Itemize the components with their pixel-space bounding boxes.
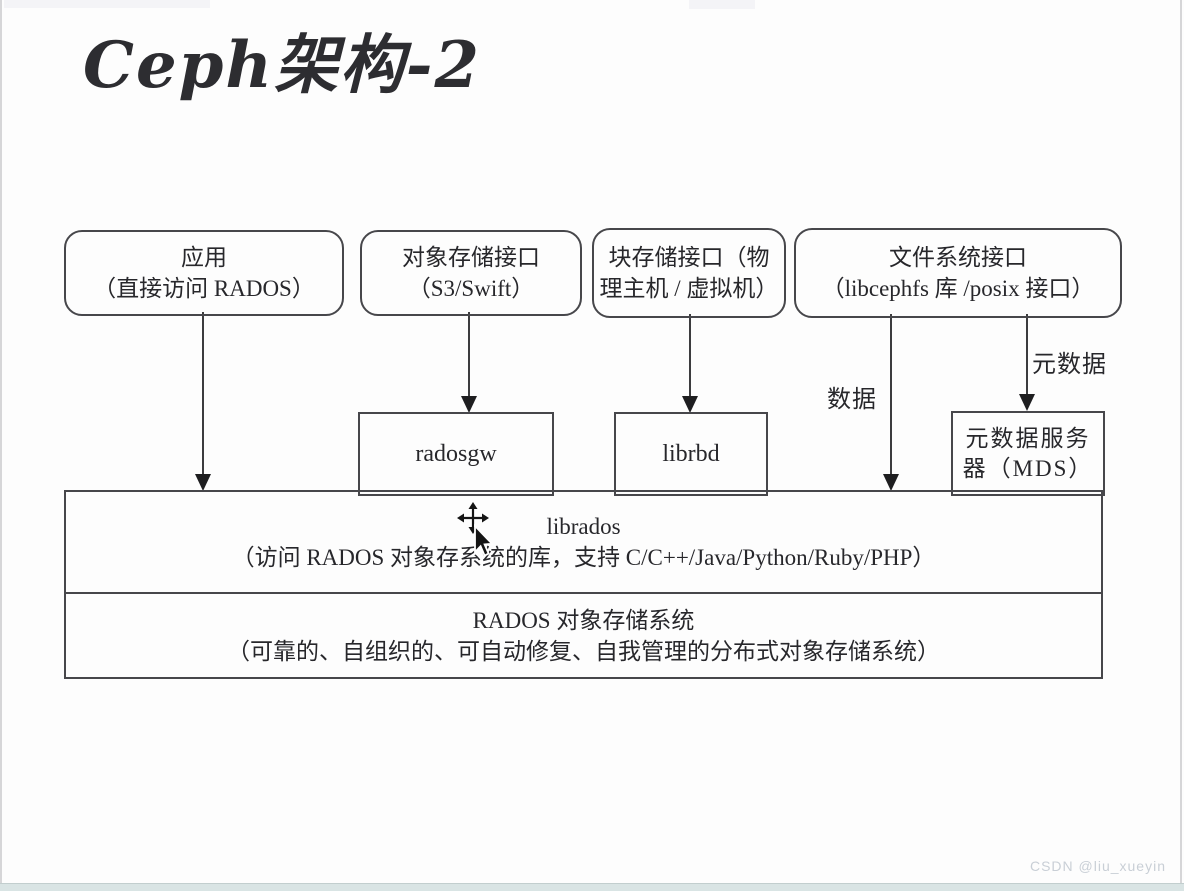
right-edge-line xyxy=(1180,0,1182,883)
top-left-artifact xyxy=(4,0,210,8)
node-block-storage-line1: 块存储接口（物 xyxy=(608,245,770,270)
arrowhead-librbd xyxy=(682,396,698,413)
node-mds-line2: 器（MDS） xyxy=(962,455,1094,481)
node-filesystem-line1: 文件系统接口 xyxy=(889,245,1027,270)
node-application-line1: 应用 xyxy=(181,245,227,270)
node-mds-line1: 元数据服务 xyxy=(965,425,1091,451)
layer-librados: librados （访问 RADOS 对象存系统的库，支持 C/C++/Java… xyxy=(66,492,1101,594)
page-title: Ceph架构-2 xyxy=(83,28,482,103)
arrowhead-app xyxy=(195,474,211,491)
layer-librados-line1: librados xyxy=(546,514,621,539)
node-librbd: librbd xyxy=(614,412,768,496)
arrowhead-radosgw xyxy=(461,396,477,413)
node-filesystem-interface: 文件系统接口 （libcephfs 库 /posix 接口） xyxy=(794,228,1122,318)
node-block-storage-interface: 块存储接口（物 理主机 / 虚拟机） xyxy=(592,228,786,318)
edge-label-data: 数据 xyxy=(827,387,877,413)
node-radosgw-label: radosgw xyxy=(415,440,497,467)
node-object-storage-line1: 对象存储接口 xyxy=(402,245,540,270)
layer-rados-line2: （可靠的、自组织的、可自动修复、自我管理的分布式对象存储系统） xyxy=(227,638,940,664)
node-block-storage-line2: 理主机 / 虚拟机） xyxy=(599,276,779,301)
left-edge-line xyxy=(0,0,2,883)
layer-stack: librados （访问 RADOS 对象存系统的库，支持 C/C++/Java… xyxy=(64,490,1103,679)
top-center-artifact xyxy=(689,0,755,9)
node-mds: 元数据服务 器（MDS） xyxy=(951,411,1105,496)
arrowhead-metadata xyxy=(1019,394,1035,411)
bottom-background-band xyxy=(0,883,1184,891)
node-object-storage-line2: （S3/Swift） xyxy=(407,276,535,301)
arrowhead-data xyxy=(883,474,899,491)
layer-librados-line2: （访问 RADOS 对象存系统的库，支持 C/C++/Java/Python/R… xyxy=(231,545,936,570)
node-application: 应用 （直接访问 RADOS） xyxy=(64,230,344,316)
watermark: CSDN @liu_xueyin xyxy=(1029,858,1166,874)
node-object-storage-interface: 对象存储接口 （S3/Swift） xyxy=(360,230,582,316)
edge-label-metadata: 元数据 xyxy=(1032,352,1107,378)
node-filesystem-line2: （libcephfs 库 /posix 接口） xyxy=(821,276,1095,301)
node-application-line2: （直接访问 RADOS） xyxy=(93,276,315,301)
node-radosgw: radosgw xyxy=(358,412,554,496)
layer-rados: RADOS 对象存储系统 （可靠的、自组织的、可自动修复、自我管理的分布式对象存… xyxy=(66,594,1101,677)
layer-rados-line1: RADOS 对象存储系统 xyxy=(472,607,695,633)
node-librbd-label: librbd xyxy=(662,440,720,467)
